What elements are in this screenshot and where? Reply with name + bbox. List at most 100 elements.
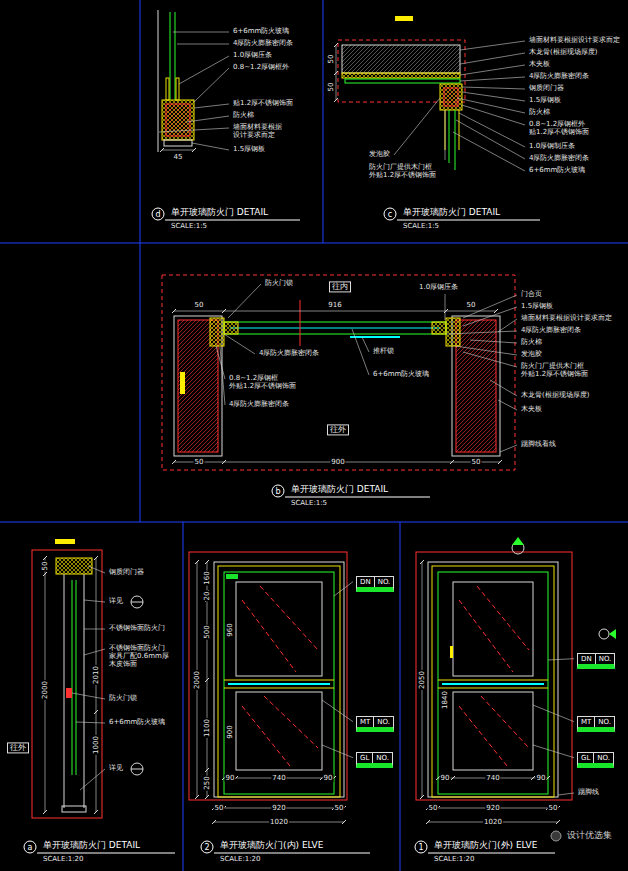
note-label: 4厚防火膨胀密闭条	[528, 72, 590, 80]
dimension-label: 2000	[193, 670, 201, 690]
note-label: 踢脚线	[577, 788, 600, 796]
section-symbol	[131, 763, 143, 775]
leader-line	[460, 41, 525, 50]
dimension-tick	[94, 810, 98, 814]
section-arrow	[609, 629, 616, 639]
note-label: 不锈钢饰面防火门	[108, 624, 166, 632]
watermark-icon	[551, 831, 561, 841]
fire-wool	[444, 88, 458, 106]
leader-line	[322, 700, 353, 722]
direction-label: 往外	[327, 424, 349, 435]
leader-line	[88, 566, 105, 573]
door-edge	[84, 574, 85, 808]
note-label: 防火门厂提供木门框 外贴1.2厚不锈钢饰面	[368, 163, 450, 179]
door-frame	[214, 562, 344, 797]
note-label: 防火门锁	[264, 279, 294, 287]
steel-frame	[440, 84, 462, 110]
note-label: 详见	[108, 764, 124, 772]
glass-symbol	[477, 586, 529, 650]
dimension-label: 500	[203, 624, 211, 639]
dimension-tick	[43, 572, 47, 576]
dimension-tick	[205, 678, 209, 682]
note-label: 发泡胶	[368, 150, 391, 158]
leader-line	[463, 352, 517, 367]
glass-line	[449, 110, 450, 170]
note-label: 防火棉	[528, 108, 551, 116]
note-label: 推杆锁	[372, 347, 395, 355]
leader-line	[533, 705, 574, 722]
note-label: 防火门厂提供木门框 外贴1.2厚不锈钢饰面	[520, 362, 602, 378]
door-frame	[446, 318, 460, 346]
note-label: 1.0厚钢压条	[418, 283, 459, 291]
note-label: 0.8~1.2厚钢框外 贴1.2厚不锈钢饰面	[528, 120, 602, 136]
dimension-label: 1000	[92, 735, 100, 755]
note-label: 钢质闭门器	[528, 84, 565, 92]
dimension-tick	[222, 309, 226, 313]
dimension-label: 2010	[92, 665, 100, 685]
leader-line	[322, 745, 353, 758]
leader-line	[72, 693, 105, 699]
mid-rail	[224, 688, 334, 689]
watermark: 设计优选集	[566, 830, 613, 840]
leader-line	[445, 294, 446, 320]
note-label: 0.8~1.2厚钢框外	[232, 63, 290, 71]
panel-border	[0, 522, 628, 523]
title-label: 单开玻璃防火门(外) ELVE	[433, 840, 538, 850]
detail-marker: d	[152, 208, 165, 221]
dimension-tick	[222, 460, 226, 464]
push-bar	[228, 683, 330, 685]
note-label: 详见	[108, 597, 124, 605]
leader-line	[394, 98, 440, 155]
steel-plate	[164, 140, 192, 146]
dimension-label: 2000	[41, 680, 49, 700]
section-symbol	[131, 596, 143, 608]
leader-line	[159, 128, 229, 132]
glass-symbol	[242, 706, 290, 766]
marker-letter: a	[28, 843, 33, 851]
leader-line	[470, 340, 517, 343]
tag-code: NO.	[593, 753, 613, 763]
scale-label: SCALE:1:20	[433, 855, 476, 863]
dimension-label: 920	[271, 804, 286, 812]
material-tag: GLNO.	[356, 752, 393, 768]
scale-label: SCALE:1:5	[170, 222, 208, 230]
note-label: 6+6mm防火玻璃	[108, 718, 166, 726]
dimension-tick	[195, 795, 199, 799]
leader-line	[490, 380, 517, 396]
door-leaf	[224, 322, 446, 334]
detail-marker: c	[384, 208, 397, 221]
material-tag: GLNO.	[577, 752, 614, 768]
note-label: 1.0厚钢制压条	[528, 142, 576, 150]
dimension-label: 50	[194, 301, 205, 309]
title-underline	[428, 853, 555, 854]
note-label: 防火棉	[232, 111, 255, 119]
timber-batten	[342, 73, 460, 78]
door-bottom	[62, 806, 86, 812]
leader-line	[352, 329, 369, 375]
leader-line	[228, 284, 261, 318]
title-underline	[165, 220, 300, 221]
dimension-label: 50	[41, 561, 49, 572]
leader-line	[457, 98, 525, 113]
leader-line	[558, 793, 574, 795]
marker-bar	[180, 372, 185, 394]
note-label: 1.5厚钢板	[232, 145, 266, 153]
glass-symbol	[459, 600, 513, 672]
door-leaf	[438, 572, 548, 794]
dimension-label: 90	[536, 774, 547, 782]
leader-line	[194, 104, 229, 108]
dimension-label: 1100	[203, 718, 211, 738]
detail-marker: a	[24, 841, 37, 854]
door-leaf	[224, 572, 334, 794]
leader-line	[460, 53, 525, 64]
leader-line	[463, 295, 517, 318]
dimension-label: 1020	[483, 818, 503, 826]
leader-line	[498, 400, 517, 410]
dimension-tick	[192, 148, 196, 152]
dimension-label: 740	[485, 774, 500, 782]
leader-line	[500, 445, 517, 452]
leader-line	[80, 769, 105, 790]
section-marker	[599, 629, 609, 639]
note-label: 4厚防火膨胀密闭条	[520, 326, 582, 334]
wall-hatch	[456, 320, 496, 452]
